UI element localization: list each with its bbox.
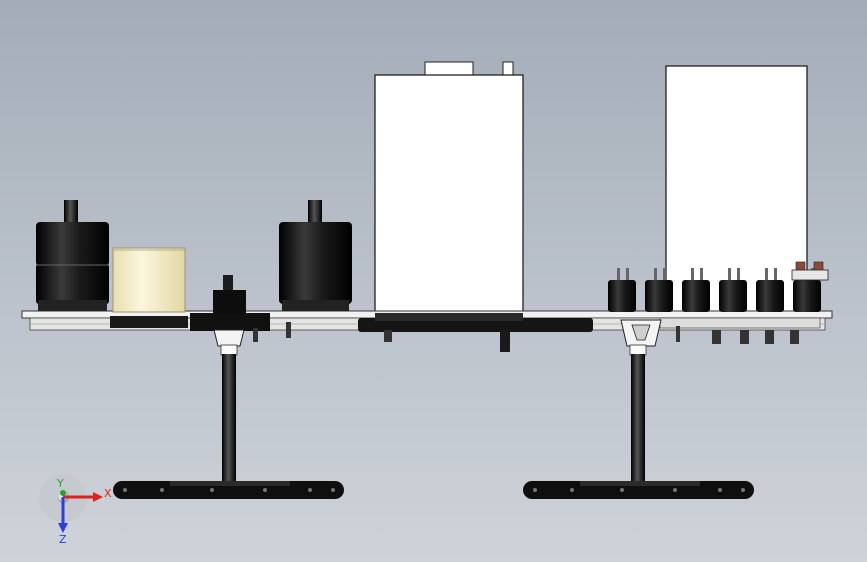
capacitor-row [608, 261, 829, 312]
stand-right [523, 319, 754, 499]
x-axis-label: X [104, 487, 112, 500]
z-axis-label: Z [59, 533, 67, 546]
y-axis-point [60, 490, 66, 496]
transformer-right [665, 65, 808, 315]
capacitor-small-3 [682, 268, 710, 312]
stand-left [113, 329, 344, 499]
coordinate-triad: X Y Z [39, 474, 112, 546]
switch-small [213, 275, 246, 314]
y-axis-label: Y [56, 477, 64, 490]
capacitor-cream [112, 247, 186, 313]
capacitor-small-2 [645, 268, 673, 312]
capacitor-large-middle [279, 200, 352, 311]
capacitor-large-left [36, 200, 109, 311]
capacitor-small-5 [756, 268, 784, 312]
board-pins [253, 322, 799, 352]
capacitor-small-1 [608, 268, 636, 312]
terminal-posts [791, 261, 829, 281]
capacitor-small-4 [719, 268, 747, 312]
circuit-board [21, 310, 833, 332]
transformer-left [374, 61, 524, 314]
